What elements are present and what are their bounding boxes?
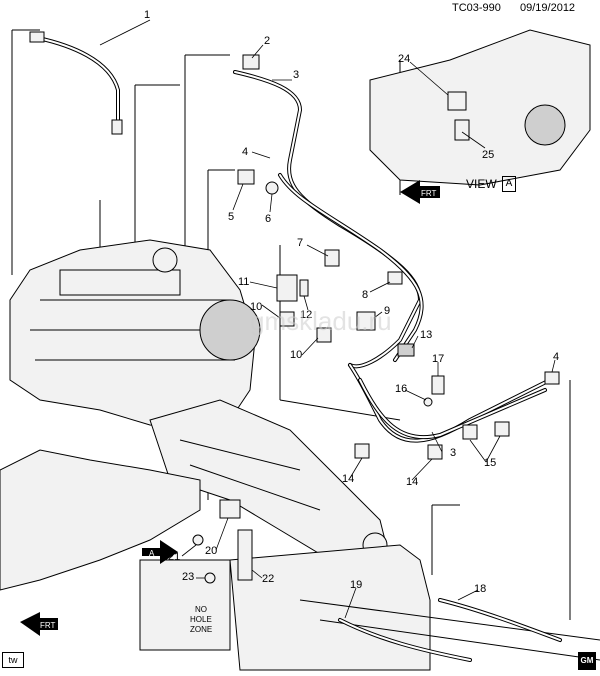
floor-text: HOLE — [190, 615, 212, 624]
bolt-21 — [192, 534, 204, 546]
callout-10-lower: 10 — [290, 349, 302, 361]
front-label: FRT — [421, 189, 437, 198]
detail-output-housing — [524, 104, 566, 146]
callout-7: 7 — [297, 237, 303, 249]
floor-text: NO — [195, 605, 207, 614]
clip-10a — [279, 311, 295, 327]
front-arrow-icon — [20, 612, 58, 636]
callout-19: 19 — [350, 579, 362, 591]
callout-12: 12 — [300, 309, 312, 321]
view-label: VIEW — [466, 177, 497, 191]
clip-7 — [324, 249, 340, 267]
floor-text: ZONE — [190, 625, 212, 634]
callout-14-left: 14 — [342, 473, 354, 485]
bracket-24 — [447, 91, 467, 111]
diagram-code: TC03-990 — [452, 2, 501, 14]
bracket-25 — [454, 119, 470, 141]
front-label: FRT — [40, 621, 56, 630]
bracket-11 — [276, 274, 298, 302]
clip-10b — [316, 327, 332, 343]
callout-4: 4 — [242, 146, 248, 158]
view-marker: A — [502, 176, 516, 192]
callout-2: 2 — [264, 35, 270, 47]
callout-17: 17 — [432, 353, 444, 365]
clip-15a — [462, 424, 478, 440]
view-arrow-marker: A — [149, 549, 155, 558]
bolt-23 — [204, 572, 216, 584]
bracket-20 — [219, 499, 241, 519]
gm-logo: GM — [578, 652, 596, 670]
callout-5: 5 — [228, 211, 234, 223]
torque-converter-housing — [199, 299, 261, 361]
bracket-9 — [356, 311, 376, 331]
clip-8 — [387, 271, 403, 285]
callout-13: 13 — [420, 329, 432, 341]
callout-21: 21 — [168, 551, 180, 563]
intake-manifold — [59, 269, 181, 296]
callout-16: 16 — [395, 383, 407, 395]
nut-6 — [265, 181, 279, 195]
clip-2 — [242, 54, 260, 70]
clip-15b — [494, 421, 510, 437]
callout-3: 3 — [293, 69, 299, 81]
callout-24: 24 — [398, 53, 410, 65]
hose-connector — [29, 31, 45, 43]
watermark: gmskladu.ru — [250, 306, 392, 336]
callout-23: 23 — [182, 571, 194, 583]
callout-15: 15 — [484, 457, 496, 469]
floor-panel — [229, 544, 431, 671]
line-fitting — [544, 371, 560, 385]
callout-25: 25 — [482, 149, 494, 161]
bracket-22 — [237, 529, 253, 581]
front-arrow-icon — [400, 180, 440, 204]
cap-13 — [397, 343, 415, 357]
callout-10-upper: 10 — [250, 301, 262, 313]
bracket-5 — [237, 169, 255, 185]
callout-14-right: 14 — [406, 476, 418, 488]
callout-9: 9 — [384, 305, 390, 317]
sensor-17 — [431, 375, 445, 395]
frame-crossmember — [0, 449, 201, 591]
callout-20: 20 — [205, 545, 217, 557]
callout-3-rear: 3 — [450, 447, 456, 459]
callout-22: 22 — [262, 573, 274, 585]
callout-6: 6 — [265, 213, 271, 225]
callout-18: 18 — [474, 583, 486, 595]
transmission-detail-view — [369, 29, 591, 186]
view-direction-arrow-icon — [142, 540, 178, 564]
bolt-12 — [299, 279, 309, 297]
callout-8: 8 — [362, 289, 368, 301]
callout-1: 1 — [144, 9, 150, 21]
diagram-date: 09/19/2012 — [520, 2, 576, 14]
corner-tag: tw — [2, 652, 24, 668]
hose-end — [111, 119, 123, 135]
clip-14a — [354, 443, 370, 459]
oil-cap — [152, 247, 178, 273]
callout-11: 11 — [238, 276, 249, 288]
callout-4-rear: 4 — [553, 351, 559, 363]
